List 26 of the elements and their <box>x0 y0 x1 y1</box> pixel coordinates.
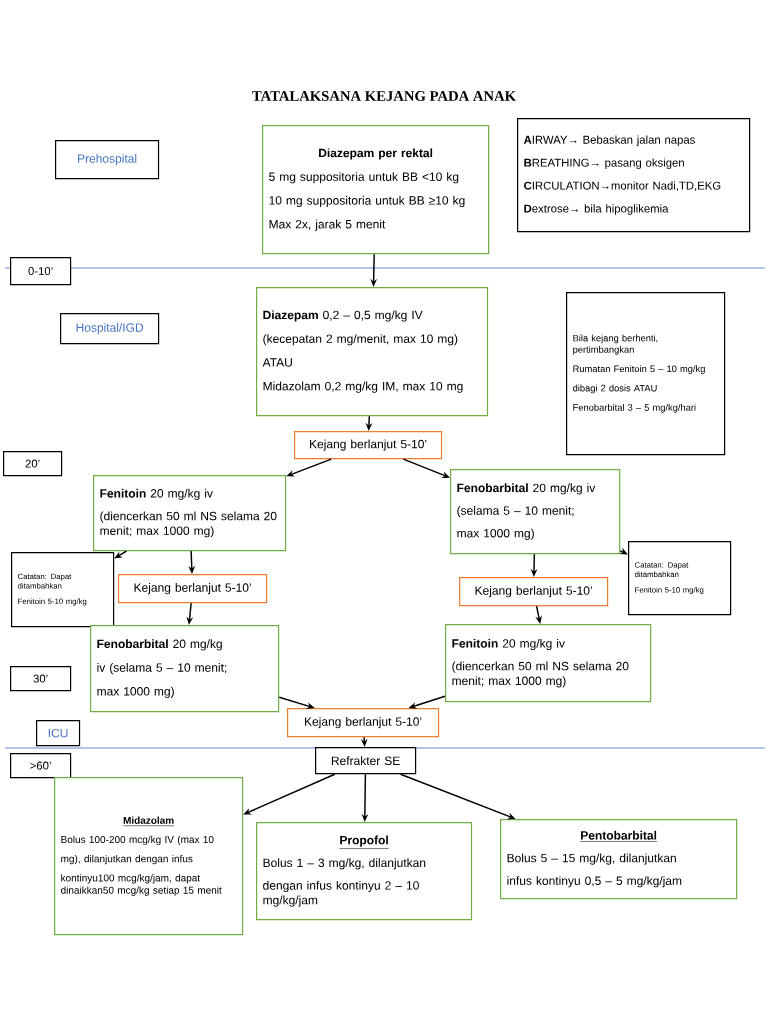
note-box: Bila kejang berhenti, pertimbangkan Rumatan Fenitoin 5 – 10 mg/kg dibagi 2 dosis ATAU Fenobarbital 3 – 5 mg/kg/hari <box>566 292 726 456</box>
arrow <box>402 458 450 478</box>
time-label-box: 30’ <box>10 666 72 692</box>
stage-label-box: Prehospital <box>55 140 160 180</box>
time-label-box: 20’ <box>3 451 63 477</box>
stage-label-box: Hospital/IGD <box>60 313 160 345</box>
stage-label-box: ICU <box>36 720 81 747</box>
arrow <box>619 547 628 555</box>
time-label-box: Refrakter SE <box>315 747 417 775</box>
drug-box: Fenitoin 20 mg/kg iv (diencerkan 50 ml NS selama 20 menit; max 1000 mg) <box>93 475 287 552</box>
drug-box: Fenitoin 20 mg/kg iv (diencerkan 50 ml NS selama 20 menit; max 1000 mg) <box>445 624 652 703</box>
time-label-box: 0-10’ <box>10 257 72 286</box>
title: TATALAKSANA KEJANG PADA ANAK <box>252 91 516 101</box>
status-box: Kejang berlanjut 5-10’ <box>294 431 443 460</box>
note-box: AIRWAY→ Bebaskan jalan napas BREATHING→ pasang oksigen CIRCULATION→monitor Nadi,TD,EKG Dextrose→ bila hipoglikemia <box>517 118 751 233</box>
drug-box: Midazolam Bolus 100-200 mcg/kg IV (max 10 mg), dilanjutkan dengan infus kontinyu100 mcg/kg/jam, dapat dinaikkan50 mcg/kg setiap 15 menit <box>54 777 244 936</box>
drug-box: Propofol Bolus 1 – 3 mg/kg, dilanjutkan dengan infus kontinyu 2 – 10 mg/kg/jam <box>256 822 473 921</box>
status-box: Kejang berlanjut 5-10’ <box>459 577 609 607</box>
status-box: Kejang berlanjut 5-10’ <box>118 574 268 604</box>
time-label-box: >60’ <box>10 753 72 779</box>
drug-box: Fenobarbital 20 mg/kg iv (selama 5 – 10 menit; max 1000 mg) <box>450 469 621 555</box>
drug-box: Diazepam 0,2 – 0,5 mg/kg IV (kecepatan 2 mg/menit, max 10 mg) ATAU Midazolam 0,2 mg/kg IM, max 10 mg <box>256 287 489 417</box>
status-box: Kejang berlanjut 5-10’ <box>287 708 440 738</box>
drug-box: Diazepam per rektal 5 mg suppositoria untuk BB <10 kg 10 mg suppositoria untuk BB ≥10 kg Max 2x, jarak 5 menit <box>262 125 490 255</box>
drug-box: Pentobarbital Bolus 5 – 15 mg/kg, dilanjutkan infus kontinyu 0,5 – 5 mg/kg/jam <box>500 819 738 900</box>
drug-box: Fenobarbital 20 mg/kg iv (selama 5 – 10 menit; max 1000 mg) <box>90 625 280 713</box>
